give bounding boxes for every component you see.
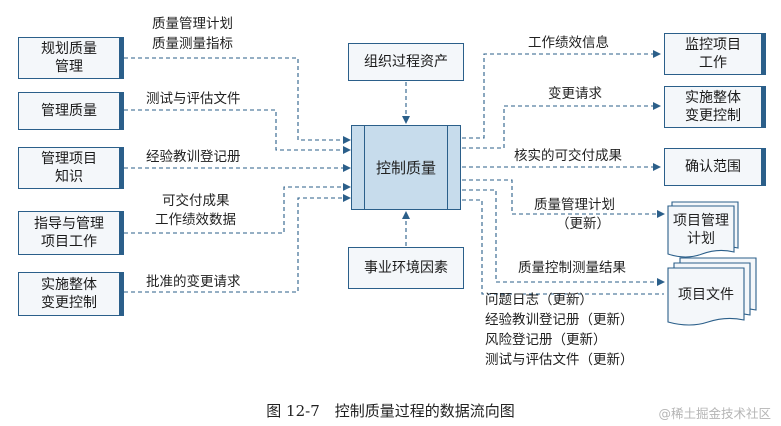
box-manage-quality: 管理质量	[18, 92, 124, 130]
arrow-monitor-work	[462, 50, 661, 139]
flow-label-plan-quality-2: 质量测量指标	[152, 36, 233, 52]
process-control-quality: 控制质量	[351, 125, 461, 210]
box-monitor-work: 监控项目工作	[664, 33, 766, 75]
flow-label-direct-work-1: 可交付成果	[162, 193, 230, 209]
doc-project-docs-shape	[667, 257, 757, 326]
arrow-plan-quality	[124, 57, 351, 144]
flow-label-direct-work-2: 工作绩效数据	[155, 212, 236, 228]
flow-label-project-docs: 质量控制测量结果	[518, 260, 626, 276]
flow-label-integrated-change: 变更请求	[548, 86, 602, 102]
doc-pm-plan-shape	[667, 201, 739, 258]
arrow-manage-quality	[124, 109, 351, 154]
arrow-project-docs	[462, 189, 665, 286]
flow-label-pm-plan-2: （更新）	[556, 216, 610, 232]
box-manage-knowledge: 管理项目知识	[18, 147, 124, 189]
box-direct-work: 指导与管理项目工作	[18, 211, 124, 255]
box-plan-quality: 规划质量管理	[18, 37, 124, 79]
doc-update-issue-log: 问题日志（更新）	[485, 292, 593, 308]
doc-pm-plan-label: 项目管理 计划	[673, 213, 729, 247]
watermark: @稀土掘金技术社区	[658, 406, 771, 421]
box-enterprise-env-factors: 事业环境因素	[348, 247, 464, 289]
flow-label-manage-knowledge: 经验教训登记册	[146, 149, 241, 165]
flow-label-validate-scope: 核实的可交付成果	[514, 148, 622, 164]
doc-update-lessons-register: 经验教训登记册（更新）	[485, 312, 634, 328]
doc-project-docs-label: 项目文件	[678, 287, 734, 303]
flow-label-manage-quality: 测试与评估文件	[146, 91, 241, 107]
doc-update-risk-register: 风险登记册（更新）	[485, 332, 607, 348]
flow-label-pm-plan-1: 质量管理计划	[534, 197, 615, 213]
arrow-pm-plan	[462, 179, 665, 218]
flow-label-monitor-work: 工作绩效信息	[528, 35, 609, 51]
arrow-integrated-change	[462, 102, 661, 149]
box-org-process-assets: 组织过程资产	[348, 43, 464, 81]
doc-update-test-docs: 测试与评估文件（更新）	[485, 352, 634, 368]
arrow-change-control	[124, 194, 351, 293]
box-validate-scope: 确认范围	[664, 148, 766, 186]
arrow-direct-work	[124, 183, 351, 234]
flow-label-change-control: 批准的变更请求	[146, 274, 241, 290]
box-integrated-change-output: 实施整体变更控制	[664, 86, 766, 128]
box-change-control-input: 实施整体变更控制	[18, 272, 124, 316]
flow-label-plan-quality-1: 质量管理计划	[152, 16, 233, 32]
arrow-doc-updates	[462, 199, 664, 295]
figure-caption: 图 12-7 控制质量过程的数据流向图	[266, 402, 515, 420]
